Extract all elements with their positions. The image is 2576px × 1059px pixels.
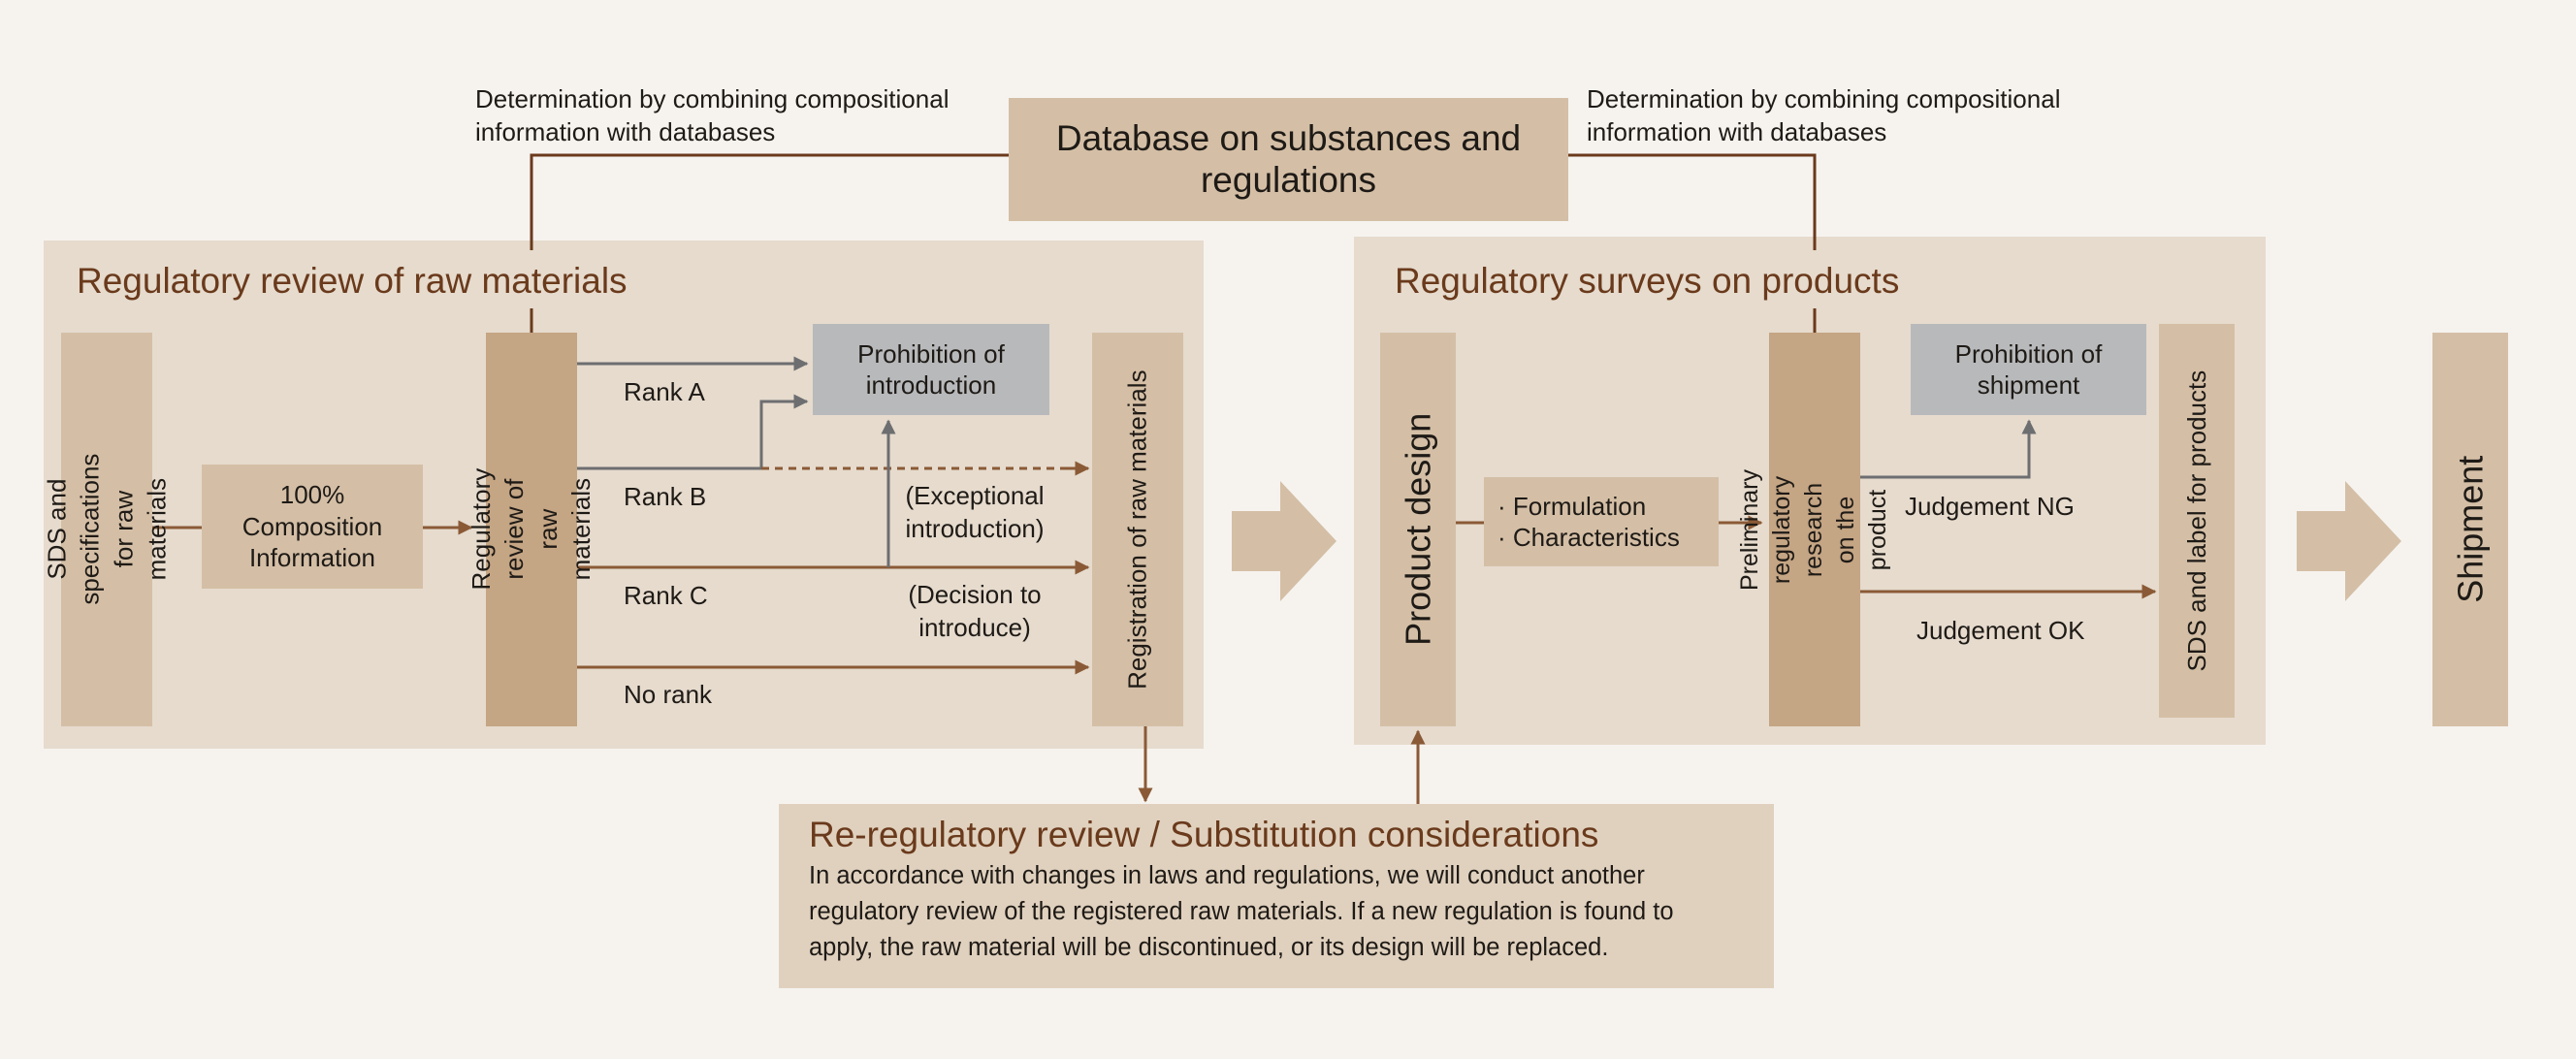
rank-a-label: Rank A [624, 377, 705, 406]
formulation-item: · Formulation [1497, 491, 1647, 521]
review-raw-box: Regulatory review of raw materials [467, 333, 596, 726]
database-note-left: Determination by combining compositional… [475, 84, 950, 146]
prohibition-introduction-box: Prohibition of introduction [813, 324, 1049, 415]
prohibition-shipment-box: Prohibition of shipment [1911, 324, 2146, 415]
preliminary-research-box: Preliminary regulatory research on the p… [1737, 333, 1892, 726]
composition-label: 100% Composition Information [242, 480, 383, 573]
product-design-box: Product design [1380, 333, 1456, 726]
re-review-title: Re-regulatory review / Substitution cons… [809, 815, 1599, 854]
review-raw-label: Regulatory review of raw materials [467, 468, 596, 591]
decision-to-introduce-label: (Decision to introduce) [908, 580, 1042, 642]
formulation-list: · Formulation · Characteristics [1497, 491, 1680, 554]
big-arrow-right-icon [1232, 481, 1336, 601]
rank-b-label: Rank B [624, 482, 707, 511]
prohibition-shipment-label: Prohibition of shipment [1954, 338, 2103, 401]
exceptional-introduction-label: (Exceptional introduction) [905, 481, 1045, 543]
registration-box: Registration of raw materials [1092, 333, 1183, 726]
characteristics-item: · Characteristics [1497, 523, 1680, 552]
database-note-right: Determination by combining compositional… [1587, 84, 2061, 146]
re-review-body: In accordance with changes in laws and r… [809, 862, 1674, 961]
sds-product-label: SDS and label for products [2181, 369, 2211, 672]
shipment-box: Shipment [2432, 333, 2508, 726]
prohibition-introduction-label: Prohibition of introduction [857, 338, 1005, 401]
big-arrow-right-icon [2297, 481, 2401, 601]
sds-raw-label: SDS and specifications for raw materials [42, 453, 172, 606]
judgement-ok-label: Judgement OK [1916, 616, 2085, 645]
preliminary-research-label: Preliminary regulatory research on the p… [1736, 468, 1892, 591]
raw-review-title: Regulatory review of raw materials [77, 261, 628, 301]
no-rank-label: No rank [624, 680, 713, 709]
sds-product-box: SDS and label for products [2159, 324, 2235, 718]
product-design-label: Product design [1398, 412, 1438, 647]
sds-raw-box: SDS and specifications for raw materials [42, 333, 171, 726]
judgement-ng-label: Judgement NG [1905, 492, 2075, 521]
product-survey-title: Regulatory surveys on products [1395, 261, 1900, 301]
database-title: Database on substances and regulations [1055, 117, 1522, 200]
formulation-box: · Formulation · Characteristics [1484, 477, 1719, 566]
re-review-panel [779, 804, 1774, 988]
rank-c-label: Rank C [624, 581, 708, 610]
database-box: Database on substances and regulations [1009, 98, 1568, 221]
shipment-label: Shipment [2450, 455, 2491, 604]
composition-box: 100% Composition Information [202, 465, 423, 589]
registration-label: Registration of raw materials [1122, 369, 1152, 690]
